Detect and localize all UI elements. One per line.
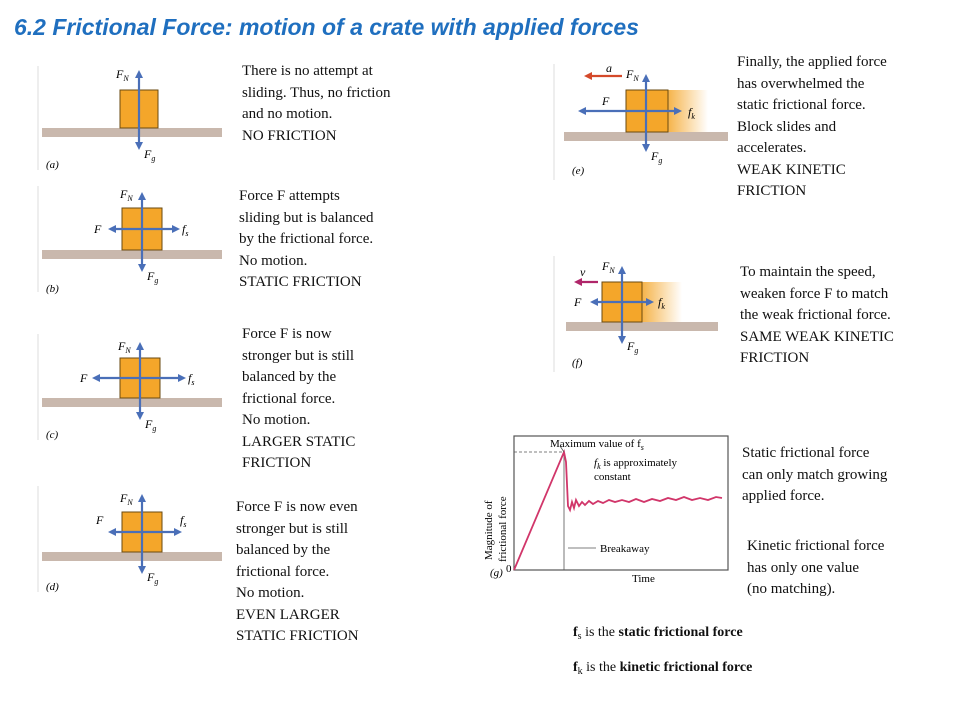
caption-c: Force F is now stronger but is still bal… bbox=[242, 326, 356, 471]
svg-text:fs: fs bbox=[182, 222, 188, 238]
panel-tag-a: (a) bbox=[46, 159, 59, 171]
caption-a: There is no attempt at sliding. Thus, no… bbox=[242, 63, 391, 144]
breakaway-annotation: Breakaway bbox=[600, 543, 650, 555]
svg-text:Fg: Fg bbox=[626, 339, 638, 355]
panel-tag-c: (c) bbox=[46, 429, 59, 441]
graph-xlabel: Time bbox=[632, 573, 655, 585]
panel-tag-f: (f) bbox=[572, 357, 583, 369]
svg-text:fk: fk bbox=[688, 105, 695, 121]
fk-annotation: fk is approximately bbox=[594, 457, 677, 471]
definition-fs: fs is the static frictional force bbox=[573, 625, 743, 642]
figure-f: v FN Fg F fk (f) bbox=[550, 254, 730, 374]
ground-c bbox=[42, 398, 222, 407]
graph-origin: 0 bbox=[506, 563, 512, 575]
ground-f bbox=[566, 322, 718, 331]
panel-tag-e: (e) bbox=[572, 165, 585, 177]
panel-tag-d: (d) bbox=[46, 581, 59, 593]
svg-text:FN: FN bbox=[601, 259, 615, 275]
svg-text:fs: fs bbox=[180, 513, 186, 529]
svg-text:Fg: Fg bbox=[144, 417, 156, 433]
graph-frame bbox=[513, 435, 729, 571]
ground-d bbox=[42, 552, 222, 561]
svg-text:F: F bbox=[573, 295, 582, 309]
figure-a: FN Fg (a) bbox=[34, 64, 224, 174]
friction-curve bbox=[513, 448, 723, 571]
slide-title: 6.2 Frictional Force: motion of a crate … bbox=[14, 14, 639, 40]
ground-a bbox=[42, 128, 222, 137]
svg-text:v: v bbox=[580, 265, 586, 279]
svg-text:F: F bbox=[79, 371, 88, 385]
svg-text:FN: FN bbox=[117, 339, 131, 355]
svg-text:F: F bbox=[601, 94, 610, 108]
panel-tag-g: (g) bbox=[490, 567, 503, 579]
figure-b: FN Fg F fs (b) bbox=[34, 184, 224, 296]
svg-text:fs: fs bbox=[188, 371, 194, 387]
svg-text:fk: fk bbox=[658, 295, 665, 311]
graph-ylabel-1: Magnitude of bbox=[483, 500, 495, 560]
panel-tag-b: (b) bbox=[46, 283, 59, 295]
caption-d: Force F is now even stronger but is stil… bbox=[236, 499, 359, 644]
caption-b: Force F attempts sliding but is balanced… bbox=[239, 188, 374, 290]
max-annotation: Maximum value of fs bbox=[550, 438, 644, 452]
svg-text:F: F bbox=[93, 222, 102, 236]
note-kinetic: Kinetic frictional force has only one va… bbox=[747, 538, 885, 597]
svg-text:a: a bbox=[606, 61, 612, 75]
svg-text:FN: FN bbox=[119, 187, 133, 203]
note-static: Static frictional force can only match g… bbox=[742, 445, 888, 504]
svg-text:Fg: Fg bbox=[146, 570, 158, 586]
svg-text:F: F bbox=[95, 513, 104, 527]
svg-text:FN: FN bbox=[119, 491, 133, 507]
friction-graph: Maximum value of fs fk is approximately … bbox=[472, 430, 734, 596]
figure-e: a FN Fg F fk (e) bbox=[550, 61, 730, 182]
ground-b bbox=[42, 250, 222, 259]
svg-text:FN: FN bbox=[625, 67, 639, 83]
fn-label-a: FN bbox=[115, 67, 129, 83]
svg-text:Fg: Fg bbox=[146, 269, 158, 285]
svg-text:Fg: Fg bbox=[650, 149, 662, 165]
caption-e: Finally, the applied force has overwhelm… bbox=[737, 54, 887, 199]
figure-d: FN Fg F fs (d) bbox=[34, 484, 224, 596]
caption-f: To maintain the speed, weaken force F to… bbox=[740, 264, 894, 366]
definition-fk: fk is the kinetic frictional force bbox=[573, 660, 753, 677]
svg-text:constant: constant bbox=[594, 471, 631, 483]
fg-label-a: Fg bbox=[143, 147, 155, 163]
figure-c: FN Fg F fs (c) bbox=[34, 332, 224, 444]
graph-ylabel-2: frictional force bbox=[497, 496, 509, 562]
